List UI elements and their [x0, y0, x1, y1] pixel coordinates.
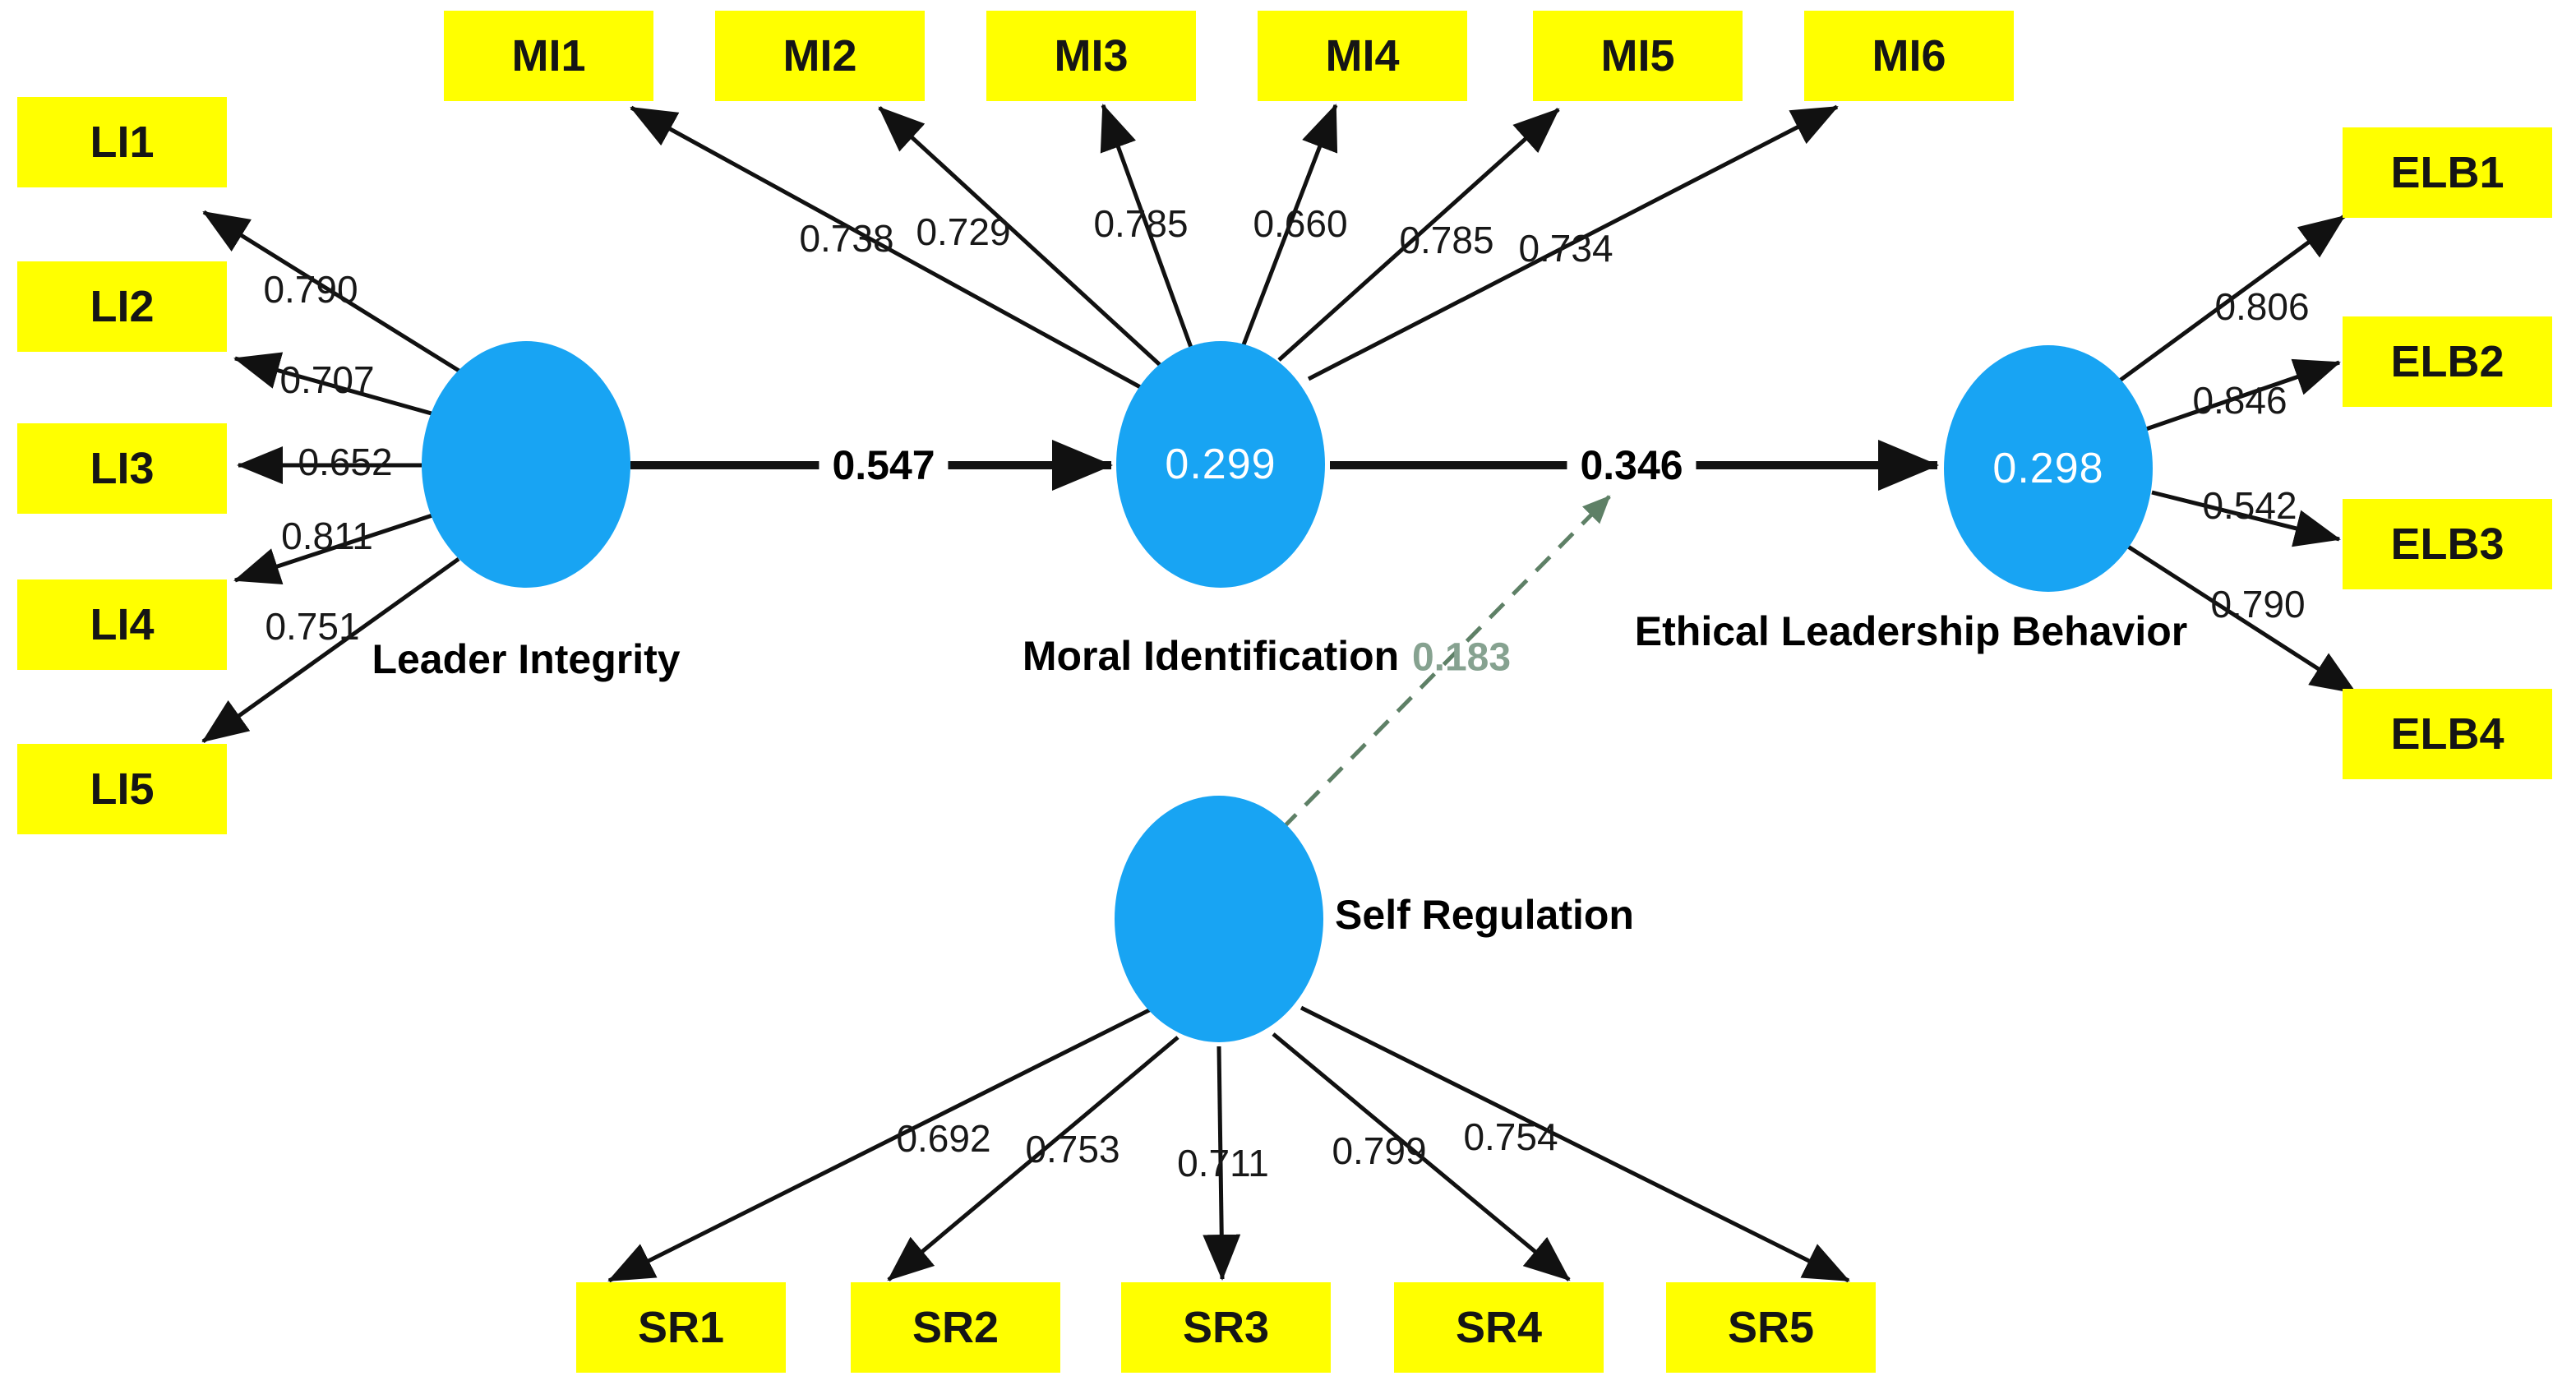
indicator-mi3: MI3 — [986, 11, 1196, 101]
r2-moral-identification: 0.299 — [1165, 441, 1276, 488]
indicator-li5: LI5 — [17, 744, 227, 834]
indicator-elb3: ELB3 — [2343, 499, 2552, 589]
edge-elb-elb1 — [2112, 214, 2346, 387]
edge-elb-elb2 — [2143, 358, 2341, 432]
construct-moral-identification: 0.299 — [1116, 341, 1325, 588]
loading-mi3: 0.785 — [1093, 202, 1189, 245]
edge-sr-moderation — [1281, 495, 1611, 830]
path-coefficient-li-mi: 0.547 — [819, 441, 949, 489]
label-ethical-leadership-behavior: Ethical Leadership Behavior — [1634, 608, 2188, 654]
edge-sr-sr4 — [1272, 1032, 1571, 1281]
loading-li3: 0.652 — [298, 441, 393, 483]
loading-sr4: 0.799 — [1332, 1129, 1427, 1172]
indicator-li4: LI4 — [17, 579, 227, 670]
loading-elb1: 0.806 — [2214, 285, 2310, 328]
edge-mi-mi1 — [630, 105, 1152, 395]
loading-li1: 0.790 — [263, 268, 358, 311]
indicator-li2: LI2 — [17, 261, 227, 352]
label-self-regulation: Self Regulation — [1335, 892, 1634, 938]
indicator-li3: LI3 — [17, 423, 227, 514]
loading-mi2: 0.729 — [916, 210, 1011, 253]
loading-elb4: 0.790 — [2210, 583, 2306, 626]
label-leader-integrity: Leader Integrity — [372, 636, 681, 682]
edge-li-li5 — [201, 556, 460, 744]
edge-sr-sr5 — [1300, 1005, 1850, 1283]
loading-li2: 0.707 — [279, 358, 375, 401]
loading-mi1: 0.738 — [799, 217, 894, 260]
indicator-sr4: SR4 — [1394, 1282, 1604, 1373]
loading-sr3: 0.711 — [1177, 1142, 1269, 1184]
loading-sr1: 0.692 — [896, 1117, 991, 1160]
indicator-li1: LI1 — [17, 97, 227, 187]
edge-mi-mi4 — [1240, 104, 1338, 348]
path-coefficient-sr-moderation: 0.183 — [1411, 635, 1512, 680]
edge-mi-mi2 — [878, 106, 1169, 373]
edge-li-li2 — [233, 352, 438, 418]
r2-ethical-leadership-behavior: 0.298 — [1992, 445, 2104, 492]
loading-li5: 0.751 — [265, 605, 360, 648]
construct-ethical-leadership-behavior: 0.298 — [1944, 345, 2153, 592]
edge-mi-mi3 — [1100, 104, 1196, 355]
indicator-mi5: MI5 — [1533, 11, 1743, 101]
edge-sr-sr1 — [607, 1007, 1152, 1283]
loading-mi5: 0.785 — [1399, 219, 1494, 261]
edge-elb-elb4 — [2124, 543, 2357, 695]
indicator-elb2: ELB2 — [2343, 316, 2552, 407]
indicator-sr5: SR5 — [1666, 1282, 1876, 1373]
indicator-mi4: MI4 — [1258, 11, 1467, 101]
indicator-mi1: MI1 — [444, 11, 653, 101]
indicator-mi2: MI2 — [715, 11, 925, 101]
construct-self-regulation — [1115, 796, 1323, 1042]
edge-mi-mi5 — [1277, 108, 1560, 362]
edge-elb-elb3 — [2151, 490, 2341, 547]
indicator-elb1: ELB1 — [2343, 127, 2552, 218]
edge-sr-sr2 — [887, 1036, 1180, 1281]
indicator-elb4: ELB4 — [2343, 689, 2552, 779]
path-coefficient-mi-elb: 0.346 — [1567, 441, 1697, 489]
loading-elb3: 0.542 — [2202, 484, 2297, 527]
edge-li-li1 — [202, 210, 462, 374]
loading-sr2: 0.753 — [1025, 1128, 1120, 1170]
indicator-sr3: SR3 — [1121, 1282, 1331, 1373]
indicator-sr1: SR1 — [576, 1282, 786, 1373]
loading-mi6: 0.734 — [1518, 227, 1613, 270]
indicator-sr2: SR2 — [851, 1282, 1060, 1373]
edge-mi-mi6 — [1307, 104, 1839, 381]
loading-elb2: 0.846 — [2192, 379, 2287, 422]
edge-sr-sr3 — [1203, 1046, 1241, 1281]
construct-leader-integrity — [422, 341, 630, 588]
indicator-mi6: MI6 — [1804, 11, 2014, 101]
label-moral-identification: Moral Identification — [1022, 633, 1400, 679]
loading-sr5: 0.754 — [1463, 1115, 1558, 1158]
loading-li4: 0.811 — [281, 515, 373, 557]
loading-mi4: 0.660 — [1253, 202, 1348, 245]
edge-li-li4 — [233, 511, 438, 584]
